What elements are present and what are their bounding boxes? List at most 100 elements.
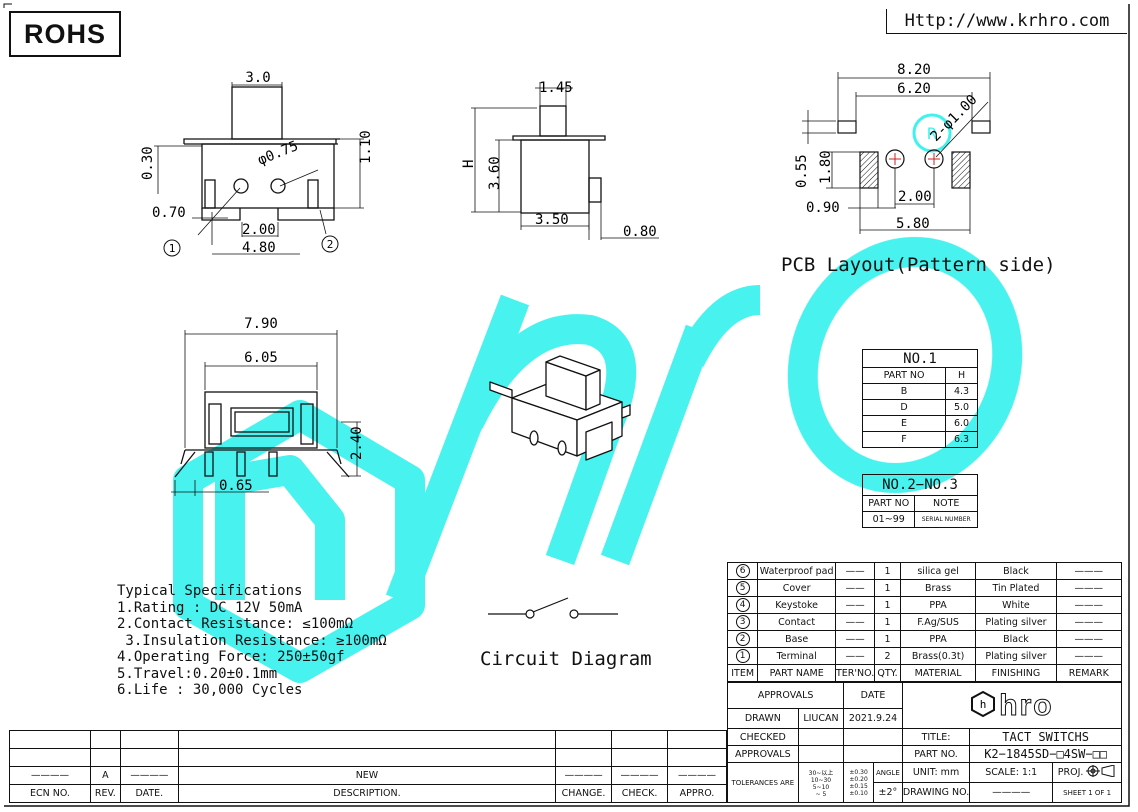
rev-row-date: ————: [119, 766, 179, 785]
approvals-label: APPROVALS: [727, 745, 799, 763]
pcb-span-label: 5.80: [896, 216, 930, 232]
bom-part-name: Waterproof pad: [757, 562, 836, 580]
pitch-left-label: 0.70: [152, 205, 186, 221]
tol-value-0: ±0.30: [849, 768, 868, 776]
bom-ter-no: ——: [834, 562, 876, 580]
bom-material: F.Ag/SUS: [899, 613, 977, 631]
watermark-inner-h: [215, 455, 345, 600]
rev-row-change: ————: [555, 766, 613, 785]
bom-part-name: Keystoke: [757, 596, 836, 614]
pcb-pad-height-label: 0.55: [794, 154, 810, 188]
bom-finishing: Tin Plated: [975, 579, 1057, 597]
specifications: Typical Specifications 1.Rating : DC 12V…: [117, 583, 387, 699]
tolerance-values: ±0.30 ±0.20 ±0.15 ±0.10: [843, 762, 874, 803]
bom-head-6: REMARK: [1055, 664, 1123, 682]
head-rev: REV.: [89, 784, 121, 803]
bom-remark: ———: [1055, 647, 1123, 665]
no1-row-e: E: [861, 415, 947, 432]
svg-text:h: h: [980, 698, 987, 711]
bom-qty: 1: [874, 630, 901, 648]
spec-insulation: 3.Insulation Resistance: ≥100mΩ: [117, 632, 387, 649]
bom-part-name: Base: [757, 630, 836, 648]
head-ecn: ECN NO.: [9, 784, 91, 803]
spec-title: Typical Specifications: [117, 583, 303, 599]
bom-remark: ———: [1055, 579, 1123, 597]
scale-label: SCALE: 1:1: [969, 762, 1054, 783]
bom-finishing: Plating silver: [975, 613, 1057, 631]
title-label: TITLE:: [901, 728, 971, 746]
no1-head-partno: PART NO: [861, 367, 947, 384]
pcb-pad-width-label: 0.90: [806, 200, 840, 216]
title-block: APPROVALS DATE h hro DRAWN LIUCAN 2021.9…: [726, 682, 1123, 803]
circuit-symbol: [488, 597, 618, 619]
side-width-label: 1.45: [539, 80, 573, 96]
side-offset-label: 0.80: [623, 224, 657, 240]
bom-remark: ———: [1055, 596, 1123, 614]
bom-qty: 1: [874, 562, 901, 580]
bom-head-5: FINISHING: [975, 664, 1057, 682]
side-body-width-label: 3.50: [535, 212, 569, 228]
top-width-label: 3.0: [245, 70, 270, 86]
no1-val-d: 5.0: [945, 399, 978, 416]
no1-val-b: 4.3: [945, 383, 978, 400]
bom-qty: 1: [874, 596, 901, 614]
tol-range-3: ~ 5: [815, 790, 827, 798]
tol-value-1: ±0.20: [849, 775, 868, 783]
marker-2: 2: [327, 238, 334, 251]
bom-finishing: Black: [975, 630, 1057, 648]
spec-travel: 5.Travel:0.20±0.1mm: [117, 665, 278, 682]
head-appro: APPRO.: [667, 784, 727, 803]
unit-label: UNIT: mm: [901, 762, 971, 783]
bom-material: PPA: [899, 630, 977, 648]
overall-width-label: 4.80: [242, 240, 276, 256]
bom-part-name: Terminal: [757, 647, 836, 665]
spec-force: 4.Operating Force: 250±50gf: [117, 649, 345, 665]
bom-item-cell: 1: [726, 647, 759, 665]
bom-qty: 1: [874, 613, 901, 631]
front-inner-label: 6.05: [244, 350, 278, 366]
watermark-o: [787, 236, 1023, 494]
bom-item-number: 6: [735, 564, 750, 578]
watermark-r: [600, 285, 761, 566]
rev-row-check: ————: [611, 766, 668, 785]
brand-hex-icon: h: [970, 690, 996, 720]
part-no-value: K2−1845SD−□4SW−□□: [969, 745, 1122, 763]
marker-1: 1: [169, 242, 176, 255]
bom-item-cell: 4: [726, 596, 759, 614]
bom-remark: ———: [1055, 613, 1123, 631]
tol-range-1: 10~30: [810, 776, 832, 784]
approvals-head: APPROVALS: [726, 682, 845, 709]
tol-value-2: ±0.15: [849, 782, 868, 790]
bom-material: Brass: [899, 579, 977, 597]
pcb-hole-pitch-label: 2.00: [898, 189, 932, 205]
proj-label: PROJ.: [1057, 767, 1084, 778]
bom-head-2: TER'NO.: [834, 664, 876, 682]
side-h-label: H: [461, 160, 477, 168]
date-head: DATE: [843, 682, 903, 709]
bom-finishing: Plating silver: [975, 647, 1057, 665]
bom-item-cell: 5: [726, 579, 759, 597]
bom-item-number: 2: [735, 632, 750, 646]
bom-head-3: QTY.: [874, 664, 901, 682]
front-height-label: 2.40: [349, 426, 365, 460]
watermark-registered: [912, 113, 952, 153]
website-url[interactable]: Http://www.krhro.com: [886, 9, 1127, 34]
bom-item-number: 4: [735, 598, 750, 612]
spec-contact: 2.Contact Resistance: ≤100mΩ: [117, 616, 354, 632]
revision-block: ———— A ———— NEW ———— ———— ———— ECN NO. R…: [9, 730, 727, 803]
drawing-no-label: DRAWING NO.: [901, 782, 971, 803]
bom-material: Brass(0.3t): [899, 647, 977, 665]
tolerances-label: TOLERANCES ARE: [727, 762, 799, 803]
side-view-drawing: 1.45 H 3.60 3.50 0.80: [461, 80, 659, 240]
drawn-date: 2021.9.24: [843, 708, 903, 729]
bom-qty: 1: [874, 579, 901, 597]
bom-head-4: MATERIAL: [899, 664, 977, 682]
drawn-by: LIUCAN: [797, 708, 845, 729]
bom-part-name: Contact: [757, 613, 836, 631]
